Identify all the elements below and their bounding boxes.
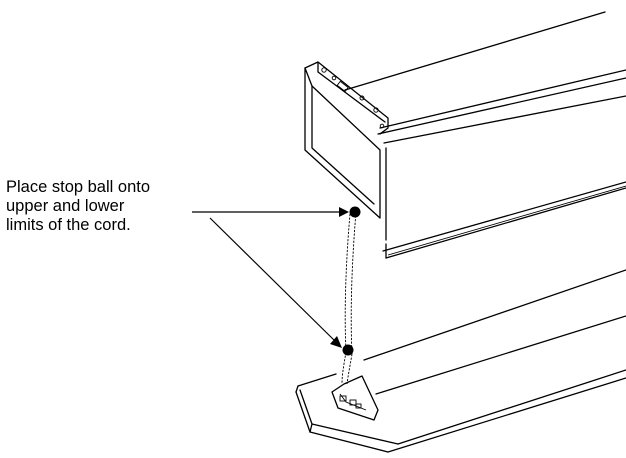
lower-arrowhead bbox=[330, 336, 342, 348]
upper-stop-ball bbox=[349, 206, 361, 218]
callout-pointers bbox=[192, 207, 349, 348]
head-rail bbox=[344, 11, 626, 144]
lower-stop-ball bbox=[342, 344, 354, 356]
bottom-rail bbox=[295, 315, 626, 453]
upper-arrowhead bbox=[339, 207, 349, 217]
end-bracket bbox=[304, 61, 389, 219]
chain-tensioner bbox=[331, 375, 379, 421]
callout-instruction: Place stop ball onto upper and lower lim… bbox=[6, 178, 151, 234]
bead-chain bbox=[341, 211, 357, 385]
blind-fabric bbox=[363, 147, 626, 361]
lower-pointer-line bbox=[209, 217, 337, 343]
